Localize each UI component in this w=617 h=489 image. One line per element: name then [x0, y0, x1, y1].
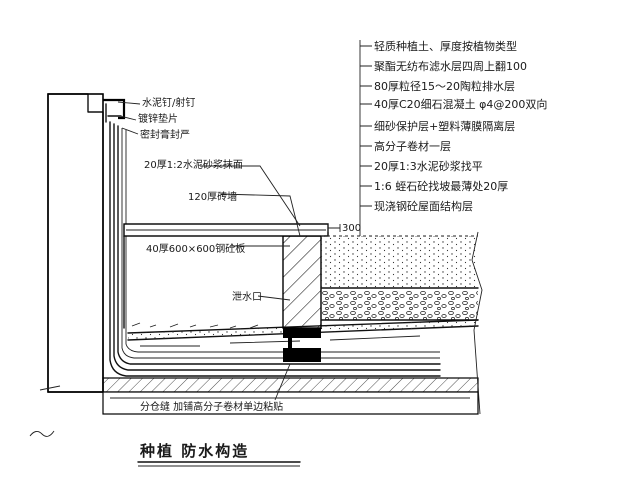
brick-wall [282, 235, 322, 329]
callout-leaders [117, 40, 372, 401]
callout-slope: 1:6 蛭石砼找坡最薄处20厚 [374, 179, 508, 193]
callout-screed: 20厚1:3水泥砂浆找平 [374, 159, 483, 173]
membrane-upturn [109, 121, 441, 377]
left-labels: 水泥钉/射钉 镀锌垫片 密封膏封严 20厚1:2水泥砂浆抹面 120厚砖墙 40… [138, 96, 361, 413]
callout-filter: 聚酯无纺布滤水层四周上翻100 [374, 59, 527, 73]
label-nail: 水泥钉/射钉 [142, 96, 195, 109]
label-brick: 120厚砖墙 [188, 190, 237, 203]
callout-concrete: 40厚C20细石混凝土 φ4@200双向 [374, 97, 547, 111]
parapet-wall [29, 93, 104, 437]
label-dimension: 300 [342, 223, 361, 234]
label-bottom: 分仓缝 加铺高分子卷材单边粘贴 [140, 400, 283, 413]
drawing-title-group: 种植 防水构造 [137, 442, 301, 467]
drain-outlet [283, 328, 321, 362]
parapet-flashing [103, 98, 126, 123]
callout-protection: 细砂保护层+塑料薄膜隔离层 [374, 119, 515, 133]
label-washer: 镀锌垫片 [138, 112, 178, 125]
planting-bed [320, 231, 483, 415]
drawing-title: 种植 防水构造 [139, 442, 249, 460]
structural-slab [102, 377, 479, 415]
label-sealant: 密封膏封严 [140, 128, 190, 141]
callout-soil: 轻质种植土、厚度按植物类型 [374, 39, 517, 53]
inner-gravel [131, 322, 259, 329]
callout-drainage: 80厚粒径15～20陶粒排水层 [374, 79, 515, 93]
label-slab: 40厚600×600钢砼板 [146, 242, 245, 255]
callout-structure: 现浇钢砼屋面结构层 [374, 199, 473, 213]
label-mortar: 20厚1:2水泥砂浆抹面 [144, 158, 243, 171]
dimension-mark [327, 224, 341, 232]
right-callout-labels: 轻质种植土、厚度按植物类型 聚酯无纺布滤水层四周上翻100 80厚粒径15～20… [374, 39, 547, 213]
callout-membrane: 高分子卷材一层 [374, 139, 451, 153]
label-drain: 泄水口 [232, 290, 262, 303]
